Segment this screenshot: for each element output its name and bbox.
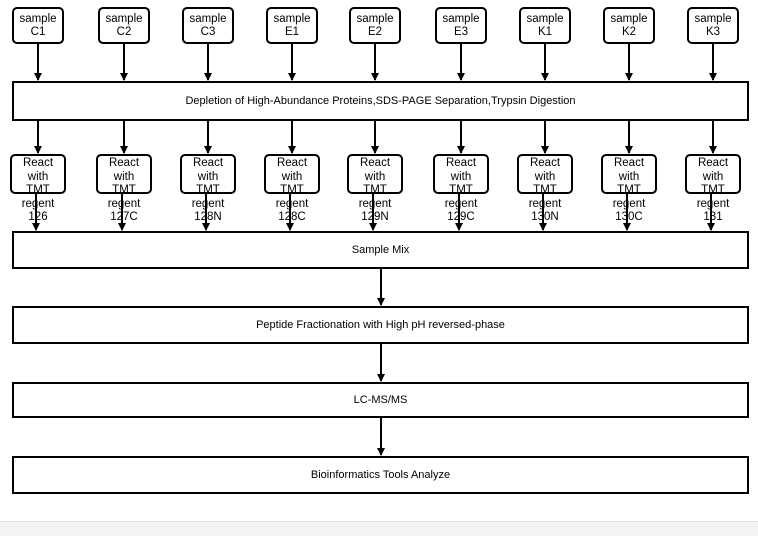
react-line2: TMT regent bbox=[612, 184, 646, 210]
sample-box-k1: sample K1 bbox=[519, 7, 571, 44]
react-line1: React with bbox=[445, 157, 477, 183]
digestion-step-box: Depletion of High-Abundance Proteins,SDS… bbox=[12, 81, 749, 121]
react-line1: React with bbox=[22, 157, 54, 183]
fractionation-label: Peptide Fractionation with High pH rever… bbox=[256, 318, 505, 331]
tmt-label: 128C bbox=[278, 211, 306, 223]
sample-label: sample bbox=[356, 12, 394, 25]
react-line2: TMT regent bbox=[444, 184, 478, 210]
react-line1: React with bbox=[529, 157, 561, 183]
react-line1: React with bbox=[697, 157, 729, 183]
tmt-label: 130C bbox=[615, 211, 643, 223]
sample-id: K3 bbox=[705, 25, 721, 38]
tmt-react-box-126: React with TMT regent 126 bbox=[10, 154, 66, 223]
sample-box-k2: sample K2 bbox=[603, 7, 655, 44]
react-line1: React with bbox=[108, 157, 140, 183]
sample-box-k3: sample K3 bbox=[687, 7, 739, 44]
tmt-react-box-130c: React with TMT regent 130C bbox=[601, 154, 657, 223]
sample-id: E2 bbox=[367, 25, 383, 38]
tmt-label: 128N bbox=[194, 211, 222, 223]
lc-ms-label: LC-MS/MS bbox=[353, 393, 408, 406]
sample-id: C2 bbox=[116, 25, 132, 38]
react-line2: TMT regent bbox=[21, 184, 55, 210]
sample-label: sample bbox=[189, 12, 227, 25]
sample-mix-box: Sample Mix bbox=[12, 231, 749, 269]
tmt-react-box-130n: React with TMT regent 130N bbox=[517, 154, 573, 223]
bioinformatics-label: Bioinformatics Tools Analyze bbox=[310, 468, 451, 481]
tmt-label: 129N bbox=[361, 211, 389, 223]
sample-label: sample bbox=[273, 12, 311, 25]
sample-id: C3 bbox=[200, 25, 216, 38]
sample-label: sample bbox=[694, 12, 732, 25]
sample-label: sample bbox=[19, 12, 57, 25]
react-line1: React with bbox=[276, 157, 308, 183]
lc-ms-box: LC-MS/MS bbox=[12, 382, 749, 418]
sample-label: sample bbox=[442, 12, 480, 25]
sample-box-c2: sample C2 bbox=[98, 7, 150, 44]
react-line2: TMT regent bbox=[358, 184, 392, 210]
sample-box-e3: sample E3 bbox=[435, 7, 487, 44]
sample-label: sample bbox=[610, 12, 648, 25]
react-line2: TMT regent bbox=[275, 184, 309, 210]
sample-label: sample bbox=[526, 12, 564, 25]
fractionation-box: Peptide Fractionation with High pH rever… bbox=[12, 306, 749, 344]
sample-box-e1: sample E1 bbox=[266, 7, 318, 44]
sample-box-c1: sample C1 bbox=[12, 7, 64, 44]
react-line2: TMT regent bbox=[191, 184, 225, 210]
tmt-label: 131 bbox=[703, 211, 723, 223]
sample-id: E3 bbox=[453, 25, 469, 38]
tmt-react-box-129c: React with TMT regent 129C bbox=[433, 154, 489, 223]
sample-id: K2 bbox=[621, 25, 637, 38]
sample-id: C1 bbox=[30, 25, 46, 38]
tmt-react-box-128n: React with TMT regent 128N bbox=[180, 154, 236, 223]
sample-box-c3: sample C3 bbox=[182, 7, 234, 44]
tmt-label: 130N bbox=[531, 211, 559, 223]
react-line2: TMT regent bbox=[696, 184, 730, 210]
react-line1: React with bbox=[192, 157, 224, 183]
react-line2: TMT regent bbox=[107, 184, 141, 210]
sample-mix-label: Sample Mix bbox=[351, 243, 410, 256]
react-line2: TMT regent bbox=[528, 184, 562, 210]
bioinformatics-box: Bioinformatics Tools Analyze bbox=[12, 456, 749, 494]
sample-label: sample bbox=[105, 12, 143, 25]
tmt-react-box-131: React with TMT regent 131 bbox=[685, 154, 741, 223]
tmt-react-box-129n: React with TMT regent 129N bbox=[347, 154, 403, 223]
tmt-react-box-128c: React with TMT regent 128C bbox=[264, 154, 320, 223]
tmt-label: 127C bbox=[110, 211, 138, 223]
react-line1: React with bbox=[613, 157, 645, 183]
sample-box-e2: sample E2 bbox=[349, 7, 401, 44]
sample-id: E1 bbox=[284, 25, 300, 38]
tmt-label: 126 bbox=[28, 211, 48, 223]
bottom-strip bbox=[0, 521, 758, 536]
digestion-step-label: Depletion of High-Abundance Proteins,SDS… bbox=[185, 94, 576, 107]
tmt-label: 129C bbox=[447, 211, 475, 223]
sample-id: K1 bbox=[537, 25, 553, 38]
tmt-react-box-127c: React with TMT regent 127C bbox=[96, 154, 152, 223]
react-line1: React with bbox=[359, 157, 391, 183]
